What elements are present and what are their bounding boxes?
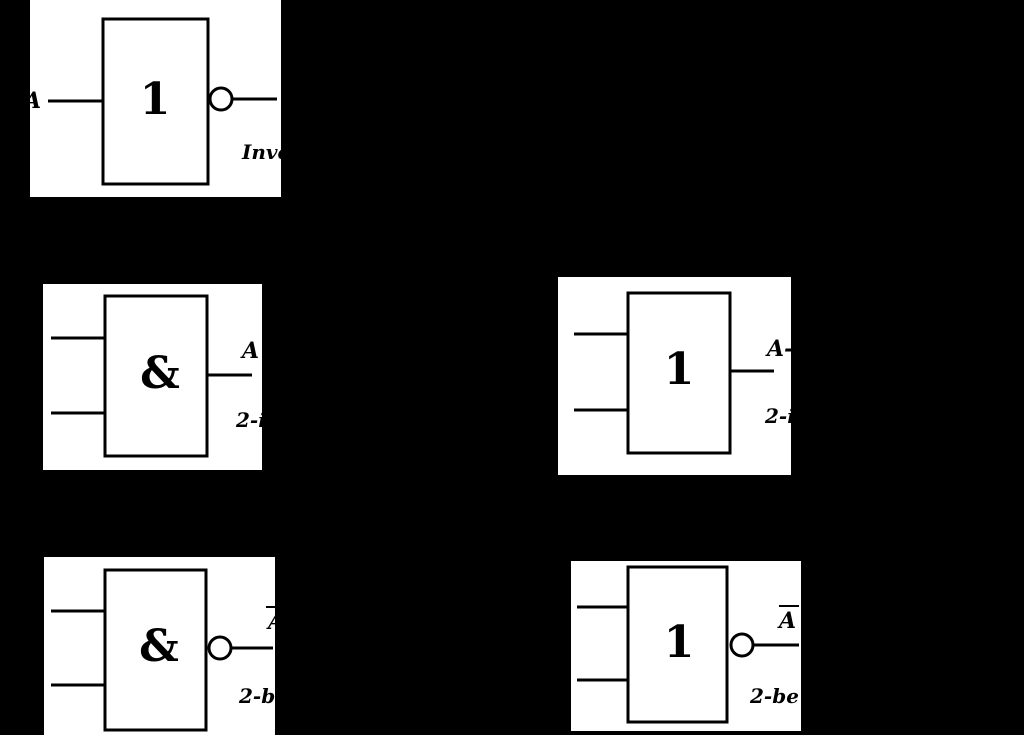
nor-caption: 2-be: [749, 684, 799, 708]
and-symbol: &: [140, 348, 180, 399]
nor-negation-bubble: [729, 632, 755, 658]
nor-gate-panel: 1 A 2-be: [571, 561, 801, 731]
nand-gate-panel: & A 2-b: [44, 557, 275, 735]
nor-symbol: 1: [664, 617, 695, 668]
or-symbol: 1: [664, 344, 695, 395]
inverter-caption: Inve: [241, 140, 281, 164]
and-gate-panel: & A 2-i: [43, 284, 262, 470]
inverter-box: [101, 17, 210, 186]
or-gate-diagram: 1 A- 2-i: [574, 291, 791, 455]
nand-symbol: &: [139, 621, 179, 672]
nand-output-label: A: [266, 609, 275, 635]
nor-output-label: A: [777, 608, 796, 634]
nor-gate-diagram: 1 A 2-be: [577, 565, 799, 724]
nor-box: [626, 565, 729, 724]
or-caption: 2-i: [764, 404, 791, 428]
inverter-input-label: A: [30, 88, 41, 114]
and-gate-diagram: & A 2-i: [51, 294, 262, 458]
or-box: [626, 291, 732, 455]
nand-gate-diagram: & A 2-b: [51, 568, 275, 732]
nand-caption: 2-b: [238, 684, 275, 708]
inverter-gate-panel: A 1 Inve: [30, 0, 281, 197]
inverter-negation-bubble: [208, 86, 234, 112]
and-caption: 2-i: [235, 408, 262, 432]
or-output-label: A-: [765, 336, 791, 362]
nand-negation-bubble: [207, 635, 233, 661]
inverter-symbol: 1: [140, 74, 171, 125]
nand-box: [103, 568, 208, 732]
or-gate-panel: 1 A- 2-i: [558, 277, 791, 475]
inverter-gate-diagram: A 1 Inve: [30, 17, 281, 186]
and-output-label: A: [240, 338, 259, 364]
